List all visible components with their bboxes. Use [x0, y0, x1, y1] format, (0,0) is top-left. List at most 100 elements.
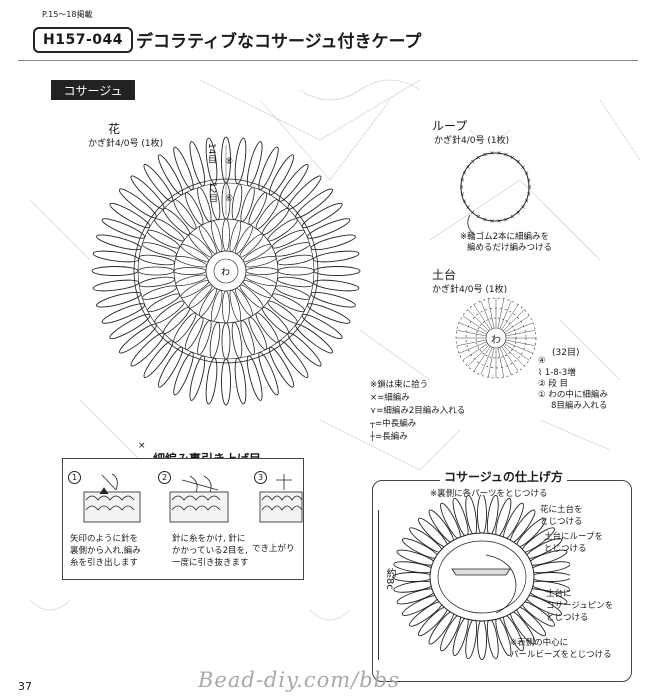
base-spoke — [497, 347, 505, 378]
base-spoke — [505, 339, 536, 347]
loop-stitch-mark: × — [510, 155, 515, 162]
loop-stitch-mark: × — [524, 170, 529, 177]
size-line — [378, 510, 379, 660]
base-spoke — [502, 309, 525, 332]
page-reference: P.15～18掲載 — [42, 10, 93, 19]
loop-note-1: ※輪ゴム2本に細編みを — [460, 232, 550, 242]
base-spoke — [456, 329, 487, 337]
loop-note-2: 編めるだけ編みつける — [467, 243, 553, 253]
flower-outer-petal — [205, 357, 218, 405]
base-spoke — [499, 347, 512, 376]
loop-stitch-mark: × — [489, 150, 494, 157]
finish-note: ※裏側に各パーツをとじつける — [430, 489, 548, 499]
flower-label-12: 12目 — [207, 182, 217, 203]
loop-stitch-mark: × — [497, 218, 502, 225]
base-spoke — [487, 298, 495, 329]
pattern-code: H157-044 — [33, 27, 133, 53]
base-spoke — [458, 322, 487, 335]
loop-stitch-mark: × — [516, 209, 521, 216]
base-row-4: ① わの中に細編み — [538, 390, 608, 400]
base-count: (32目) — [552, 348, 580, 358]
finish-size: 約8c — [384, 568, 395, 590]
base-spoke — [501, 304, 519, 330]
flower-title: 花 — [108, 122, 121, 136]
base-spoke — [458, 341, 487, 354]
loop-stitch-mark: × — [476, 213, 481, 220]
base-spoke — [467, 344, 490, 367]
watermark: Bead-diy.com/bbs — [198, 668, 400, 692]
stitch-step-2: 2 — [158, 465, 173, 484]
loop-stitch-mark: × — [521, 164, 526, 171]
flower-core-petal — [173, 267, 207, 275]
flower-outer-petal — [92, 250, 140, 263]
flower-outer-petal — [234, 137, 247, 185]
base-spoke — [487, 347, 495, 378]
flower-core-petal — [222, 290, 230, 324]
stitch-step-1-illustration — [83, 473, 141, 523]
finish-callout-1: 花に土台を とじつける — [540, 505, 583, 527]
legend-item: ┼=長編み — [370, 432, 408, 442]
loop-stitch-mark: × — [466, 204, 471, 211]
svg-text:わ: わ — [221, 267, 230, 278]
flower-core-petal — [222, 218, 230, 252]
loop-stitch-mark: × — [460, 177, 465, 184]
loop-stitch-mark: × — [470, 209, 475, 216]
loop-stitch-mark: × — [489, 218, 494, 225]
loop-stitch-mark: × — [466, 164, 471, 171]
loop-stitch-mark: × — [459, 184, 464, 191]
stitch-step-2-caption: 針に糸をかけ, 針に かかっている2目を, 一度に引き抜きます — [172, 534, 249, 568]
legend-item: ┬=中長編み — [370, 419, 417, 429]
title-underline — [18, 60, 638, 61]
base-spoke — [462, 315, 488, 333]
loop-hook: かぎ針4/0号 (1枚) — [434, 136, 510, 146]
stitch-step-1-caption: 矢印のように針を 裏側から入れ,編み 糸を引き出します — [70, 534, 141, 568]
page-title: デコラティブなコサージュ付きケープ — [136, 32, 422, 52]
loop-chart: ×××××××××××××××××××××××××××××× — [459, 150, 532, 235]
base-spoke — [504, 343, 530, 361]
base-hook: かぎ針4/0号 (1枚) — [432, 285, 508, 295]
base-spoke — [502, 344, 525, 367]
stitch-step-2-illustration — [169, 475, 229, 523]
finish-petal — [392, 572, 434, 582]
loop-stitch-mark: × — [470, 159, 475, 166]
flower-outer-petal — [312, 250, 360, 263]
base-spoke — [473, 304, 491, 330]
legend-item: ⋎=細編み2目編み入れる — [370, 406, 466, 416]
loop-stitch-mark: × — [462, 170, 467, 177]
loop-stitch-mark: × — [497, 150, 502, 157]
finish-callout-2: 土台にループを とじつける — [544, 532, 603, 554]
base-row-1: ④ — [538, 356, 546, 366]
finish-petal — [530, 572, 570, 582]
loop-stitch-mark: × — [460, 191, 465, 198]
base-spoke — [480, 347, 493, 376]
flower-chart: わ — [91, 136, 361, 406]
base-spoke — [456, 339, 487, 347]
base-row-5: 8目編み入れる — [551, 401, 608, 411]
loop-stitch-mark: × — [462, 198, 467, 205]
loop-stitch-mark: × — [527, 184, 532, 191]
stitch-step-1: 1 — [68, 465, 83, 484]
loop-stitch-mark: × — [510, 213, 515, 220]
flower-core-petal — [245, 267, 279, 275]
flower-label-14: 14目 — [206, 143, 216, 164]
flower-outer-petal — [234, 357, 247, 405]
finish-petal — [477, 619, 487, 661]
finish-callout-3: 土台に コサージュピンを とじつける — [546, 589, 614, 623]
flower-inner-petal — [221, 322, 231, 360]
finish-illustration — [392, 495, 570, 661]
base-spoke — [499, 300, 512, 329]
finish-title: コサージュの仕上げ方 — [440, 468, 567, 485]
stitch-step-3: 3 — [254, 465, 269, 484]
loop-title: ループ — [432, 119, 468, 133]
loop-stitch-mark: × — [524, 198, 529, 205]
base-spoke — [497, 298, 505, 329]
base-row-3: ② 段 目 — [538, 379, 569, 389]
flower-inner-petal — [277, 266, 315, 276]
loop-stitch-mark: × — [476, 155, 481, 162]
stitch-symbol: × — [138, 441, 146, 451]
loop-stitch-mark: × — [483, 152, 488, 159]
loop-stitch-mark: × — [504, 152, 509, 159]
flower-outer-petal — [312, 279, 360, 292]
base-spoke — [480, 300, 493, 329]
